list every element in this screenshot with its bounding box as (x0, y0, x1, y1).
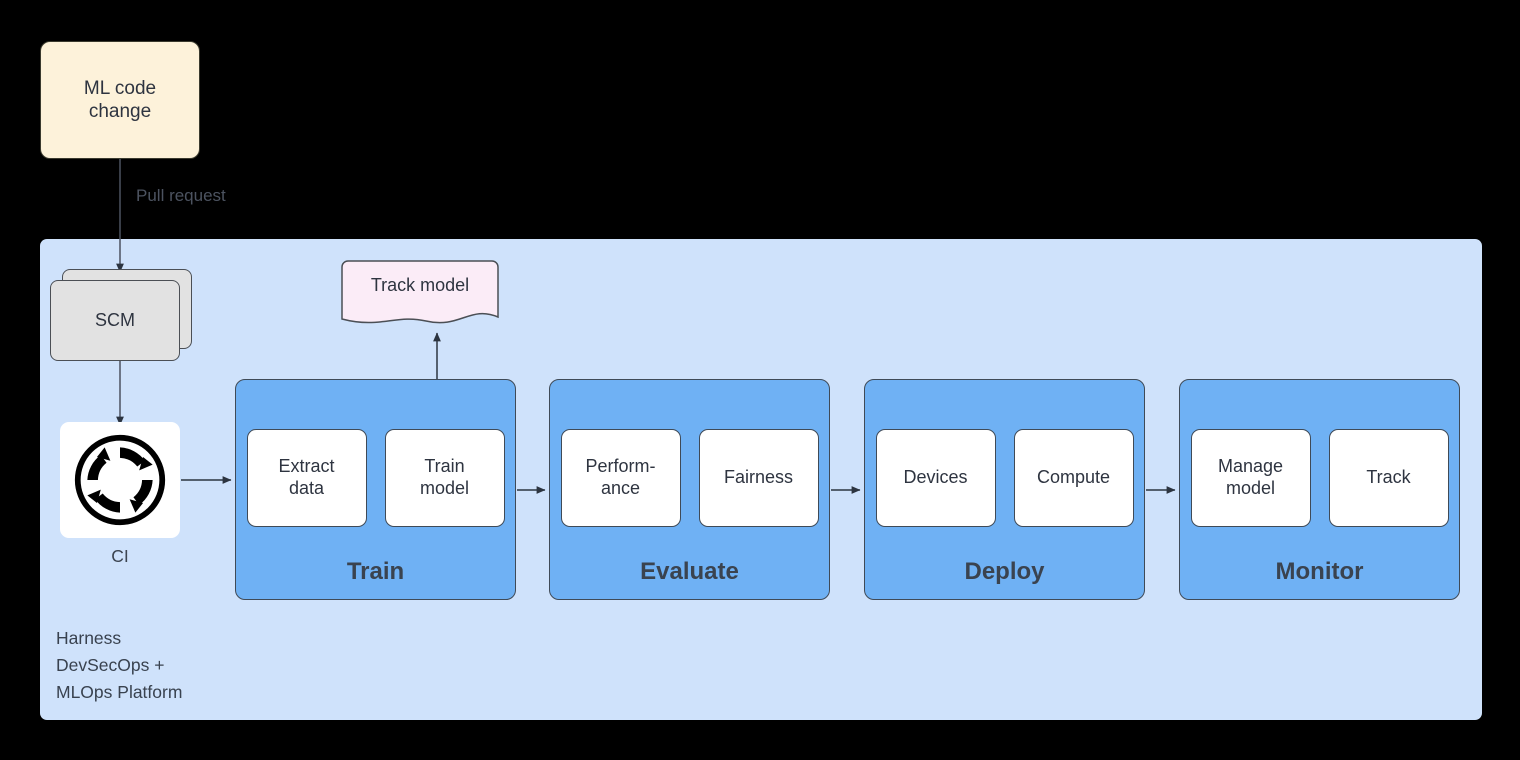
ml-code-change-label: ML code change (83, 77, 157, 122)
ci-node[interactable] (60, 422, 180, 538)
stage-deploy-item-devices[interactable]: Devices (875, 429, 996, 527)
stage-train-item-label: Train model (419, 456, 470, 498)
stage-monitor-item-label: Manage model (1217, 456, 1284, 498)
ml-code-change-node[interactable]: ML code change (40, 41, 200, 159)
stage-train-item-label: Extract data (278, 456, 335, 498)
stage-train-item-train-model[interactable]: Train model (384, 429, 505, 527)
scm-stack-front-sheet: SCM (50, 280, 180, 361)
stage-evaluate[interactable]: Perform- ance Fairness Evaluate (549, 379, 830, 600)
stage-monitor-title: Monitor (1275, 558, 1364, 585)
ci-caption: CI (111, 546, 129, 566)
stage-monitor[interactable]: Manage model Track Monitor (1179, 379, 1460, 600)
stage-evaluate-item-label: Fairness (723, 467, 794, 488)
scm-node[interactable]: SCM (50, 269, 192, 361)
stage-deploy-title: Deploy (964, 558, 1045, 585)
stage-deploy-item-label: Devices (903, 467, 968, 488)
pull-request-edge-label: Pull request (136, 186, 226, 205)
stage-monitor-item-manage-model[interactable]: Manage model (1190, 429, 1311, 527)
stage-monitor-item-label: Track (1366, 467, 1411, 488)
stage-deploy-item-label: Compute (1036, 467, 1111, 488)
continuous-integration-cycle-icon (74, 434, 166, 526)
stage-evaluate-item-fairness[interactable]: Fairness (698, 429, 819, 527)
stage-monitor-item-track[interactable]: Track (1328, 429, 1449, 527)
stage-train[interactable]: Extract data Train model Train (235, 379, 516, 600)
stage-deploy-items: Devices Compute (865, 429, 1144, 527)
stage-train-item-extract-data[interactable]: Extract data (246, 429, 367, 527)
stage-train-title: Train (346, 558, 405, 585)
stage-evaluate-item-label: Perform- ance (585, 456, 656, 498)
scm-label: SCM (95, 309, 135, 330)
stage-monitor-items: Manage model Track (1180, 429, 1459, 527)
stage-deploy[interactable]: Devices Compute Deploy (864, 379, 1145, 600)
stage-train-items: Extract data Train model (236, 429, 515, 527)
stage-evaluate-item-performance[interactable]: Perform- ance (560, 429, 681, 527)
platform-caption: Harness DevSecOps + MLOps Platform (56, 628, 183, 703)
stage-evaluate-items: Perform- ance Fairness (550, 429, 829, 527)
document-note-shape-icon (341, 260, 499, 324)
track-model-note[interactable]: Track model (340, 259, 500, 329)
stage-evaluate-title: Evaluate (640, 558, 739, 585)
track-model-label: Track model (370, 275, 470, 295)
stage-deploy-item-compute[interactable]: Compute (1013, 429, 1134, 527)
